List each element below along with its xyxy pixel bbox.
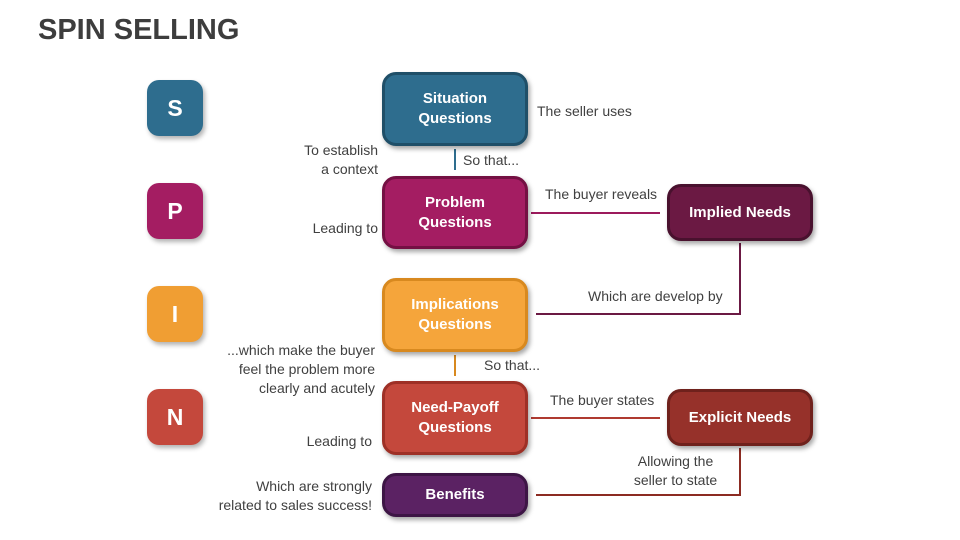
label-to-establish-a-context: To establish a context [304, 142, 378, 177]
label-the-buyer-reveals: The buyer reveals [545, 186, 658, 202]
node-implications-questions: Implications Questions [382, 278, 528, 352]
label-leading-to-1: Leading to [312, 220, 378, 236]
node-need-payoff-questions: Need-Payoff Questions [382, 381, 528, 455]
label-which-strongly-related: Which are strongly related to sales succ… [218, 478, 372, 513]
label-the-buyer-states: The buyer states [550, 392, 655, 408]
node-situation-questions: Situation Questions [382, 72, 528, 146]
spin-letter-s: S [147, 80, 203, 136]
node-benefits: Benefits [382, 473, 528, 517]
label-which-are-develop-by: Which are develop by [588, 288, 723, 304]
label-which-make-the-buyer: ...which make the buyer feel the problem… [227, 342, 375, 396]
node-problem-questions: Problem Questions [382, 176, 528, 249]
spin-letter-p: P [147, 183, 203, 239]
spin-letter-i: I [147, 286, 203, 342]
node-implied-needs: Implied Needs [667, 184, 813, 241]
node-explicit-needs: Explicit Needs [667, 389, 813, 446]
label-allowing-seller-state: Allowing the seller to state [633, 453, 718, 488]
label-so-that-2: So that... [484, 357, 541, 373]
label-the-seller-uses: The seller uses [537, 103, 632, 119]
spin-letter-n: N [147, 389, 203, 445]
label-leading-to-2: Leading to [306, 433, 372, 449]
slide-title: SPIN SELLING [38, 14, 240, 46]
label-so-that-1: So that... [463, 152, 520, 168]
